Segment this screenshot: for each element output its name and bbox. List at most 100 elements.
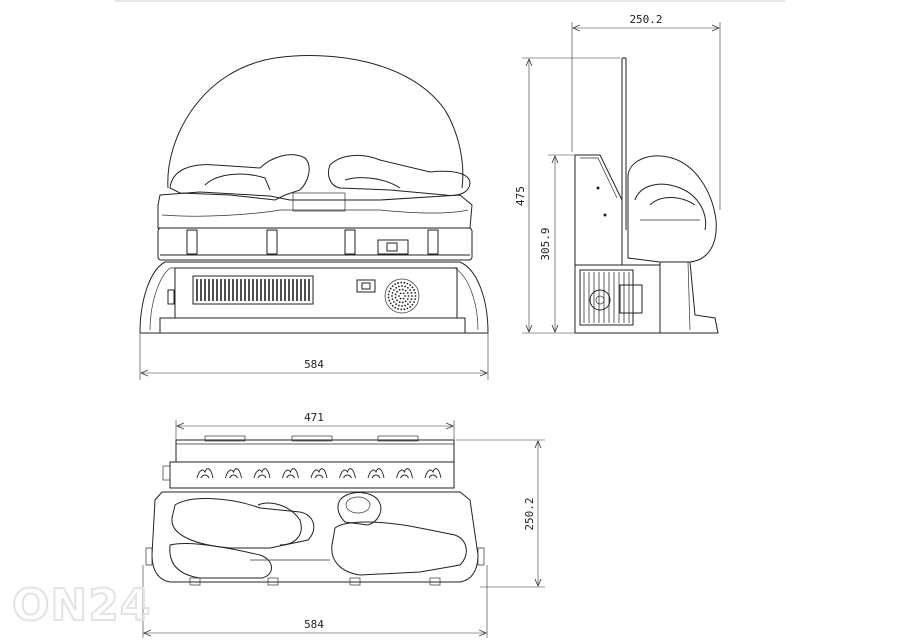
dim-front-width: 584	[304, 358, 324, 371]
dim-inner-width: 471	[304, 411, 324, 424]
back-housing-inner	[580, 157, 618, 199]
top-foot-4	[429, 577, 441, 586]
speaker-hole	[396, 299, 399, 302]
speaker-hole	[406, 307, 409, 310]
speaker-hole	[401, 288, 404, 291]
tray-handles	[145, 547, 485, 566]
top-foot-1	[189, 577, 201, 586]
speaker-hole	[399, 297, 402, 300]
speaker-hole	[402, 292, 405, 295]
speaker-hole	[388, 299, 391, 302]
speaker-hole	[398, 304, 400, 307]
ember-bed-line	[161, 209, 469, 217]
speaker-hole	[393, 289, 395, 292]
fan-motor	[589, 289, 611, 311]
speaker-hole	[389, 287, 392, 290]
speaker-hole	[387, 296, 390, 299]
top-rail	[175, 439, 455, 463]
rear-foot	[659, 261, 719, 334]
side-log-arc-2	[649, 197, 696, 206]
side-vent	[167, 289, 175, 305]
speaker-hole	[394, 296, 397, 299]
flame-symbol	[424, 468, 442, 479]
log-tray	[151, 491, 479, 583]
speaker-hole	[406, 298, 409, 300]
fan-slats	[583, 272, 630, 323]
speaker-hole	[391, 292, 394, 294]
speaker-hole	[391, 304, 394, 307]
fan-box	[579, 269, 634, 326]
base-frame	[139, 261, 489, 334]
clip-3	[344, 229, 356, 255]
flame-outline	[167, 55, 464, 189]
top-log-4	[169, 542, 272, 579]
flame-symbol	[396, 468, 413, 479]
speaker-hole	[400, 281, 403, 284]
speaker-hole	[398, 289, 401, 291]
base-plinth	[159, 317, 466, 334]
speaker-hole	[394, 283, 397, 286]
clip-1	[186, 229, 198, 255]
log-right-detail	[344, 177, 401, 189]
log-left-detail	[204, 173, 271, 191]
speaker-hole	[402, 297, 405, 300]
speaker-hole	[404, 289, 407, 292]
top-foot-3	[349, 577, 361, 586]
speaker-hole	[413, 289, 415, 291]
speaker-hole	[399, 292, 402, 295]
speaker-hole	[401, 301, 404, 304]
speaker-hole	[394, 293, 397, 296]
flame-symbol	[339, 468, 356, 479]
speaker-hole	[406, 282, 409, 285]
ember-switch-housing	[377, 239, 409, 255]
speaker-grille	[384, 278, 420, 314]
speaker-hole	[394, 306, 397, 309]
power-switch	[356, 279, 376, 293]
speaker-hole	[404, 295, 406, 297]
fan-hub	[595, 295, 605, 305]
speaker-hole	[396, 290, 399, 293]
top-foot-2	[267, 577, 279, 586]
speaker-hole	[388, 290, 391, 293]
top-log-1	[171, 498, 315, 549]
screw-1	[596, 186, 600, 190]
dim-top-depth: 250.2	[523, 497, 536, 530]
speaker-hole	[404, 285, 406, 288]
front-view: 584	[139, 55, 489, 380]
dim-top-width: 584	[304, 618, 324, 631]
speaker-hole	[391, 295, 393, 297]
speaker-hole	[414, 298, 417, 301]
speaker-hole	[409, 284, 411, 287]
dim-total-height: 475	[514, 186, 527, 206]
top-log-2	[337, 492, 382, 526]
speaker-holes	[387, 281, 417, 311]
log-right	[327, 154, 471, 196]
speaker-hole	[410, 292, 413, 294]
speaker-hole	[406, 287, 409, 289]
flame-symbol	[196, 468, 214, 479]
base-frame-inner	[149, 267, 479, 331]
speaker-hole	[397, 308, 400, 310]
power-switch-rocker	[361, 282, 371, 290]
log-left	[169, 154, 310, 201]
ember-switch	[386, 242, 398, 252]
speaker-hole	[409, 300, 411, 303]
dim-lower-height: 305.9	[539, 227, 552, 260]
heater-grille-slats	[196, 279, 310, 301]
flame-symbol	[225, 468, 242, 479]
speaker-hole	[391, 285, 394, 288]
flame-symbol	[253, 468, 271, 479]
speaker-hole	[411, 295, 413, 297]
rear-foot-line	[687, 261, 691, 331]
speaker-hole	[410, 298, 413, 300]
side-log-body	[627, 155, 717, 263]
top-clip-2	[291, 435, 333, 442]
speaker-hole	[409, 305, 411, 308]
ember-bed-body	[157, 227, 473, 261]
top-log-1-end	[257, 502, 302, 546]
speaker-hole	[413, 301, 415, 303]
speaker-hole	[409, 289, 411, 292]
flame-symbol	[310, 468, 328, 479]
side-log-arc-1	[634, 183, 707, 231]
